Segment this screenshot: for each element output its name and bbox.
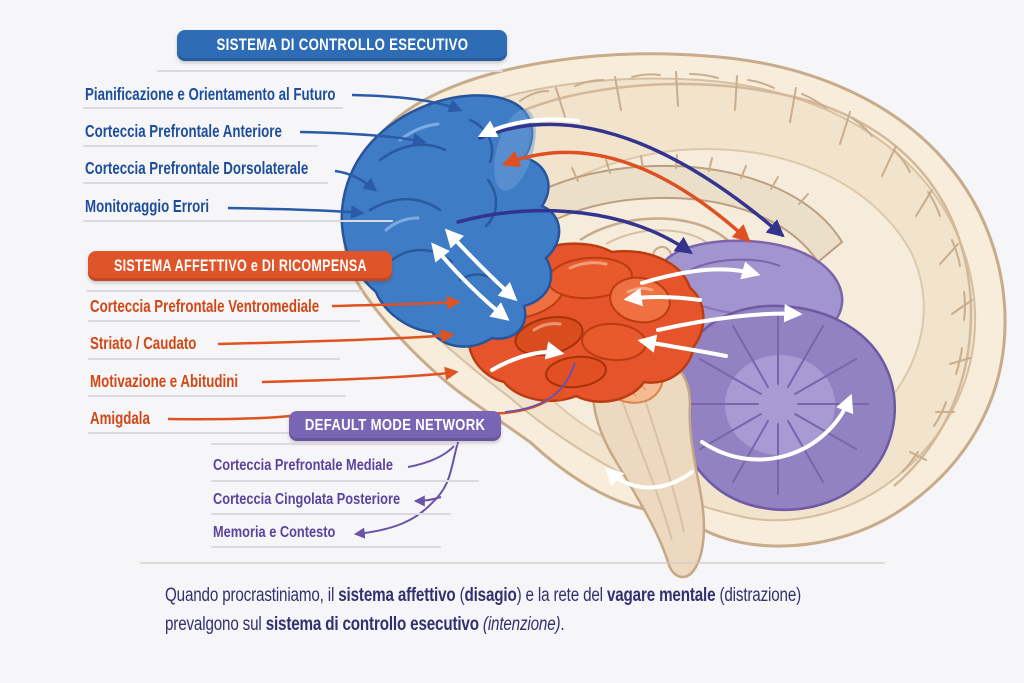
dmn-badge-underline bbox=[211, 443, 457, 445]
label-corteccia-cingolata-posteriore: Corteccia Cingolata Posteriore bbox=[213, 491, 401, 508]
caption-line-2: prevalgono sul sistema di controllo esec… bbox=[165, 610, 885, 639]
caption: Quando procrastiniamo, il sistema affett… bbox=[165, 581, 885, 639]
caption-segment: disagio bbox=[464, 585, 517, 606]
dmn-badge: DEFAULT MODE NETWORK bbox=[289, 411, 501, 441]
caption-segment: sistema di controllo esecutivo bbox=[265, 614, 479, 635]
label-corteccia-prefrontale-mediale: Corteccia Prefrontale Mediale bbox=[213, 457, 393, 474]
underline bbox=[83, 182, 328, 184]
label-memoria-contesto: Memoria e Contesto bbox=[213, 524, 336, 541]
label-striato-caudato: Striato / Caudato bbox=[90, 333, 197, 353]
caption-segment: ) bbox=[516, 585, 522, 606]
caption-segment: ( bbox=[455, 585, 465, 606]
arrow-affective-dmn-link bbox=[501, 150, 751, 243]
dmn-leader-lines bbox=[353, 362, 576, 539]
dmn-badge-label: DEFAULT MODE NETWORK bbox=[304, 417, 486, 434]
executive-badge-underline bbox=[157, 70, 503, 72]
caption-segment: Quando procrastiniamo, il bbox=[165, 585, 339, 606]
affective-system-badge-label: SISTEMA AFFETTIVO e DI RICOMPENSA bbox=[113, 256, 367, 275]
caption-segment: sistema affettivo bbox=[338, 585, 456, 606]
caption-segment: e la rete del bbox=[521, 585, 607, 606]
executive-leader-lines bbox=[227, 93, 463, 219]
caption-divider bbox=[140, 562, 885, 564]
underline bbox=[211, 480, 479, 482]
label-amigdala: Amigdala bbox=[90, 408, 150, 428]
executive-system-badge-label: SISTEMA DI CONTROLLO ESECUTIVO bbox=[216, 36, 468, 54]
affective-system-badge: SISTEMA AFFETTIVO e DI RICOMPENSA bbox=[88, 251, 392, 281]
executive-system-badge: SISTEMA DI CONTROLLO ESECUTIVO bbox=[177, 30, 507, 61]
underline bbox=[211, 513, 451, 515]
connection-arrows bbox=[456, 122, 785, 255]
label-pianificazione: Pianificazione e Orientamento al Futuro bbox=[85, 84, 336, 104]
caption-segment: (intenzione) bbox=[482, 614, 561, 635]
underline bbox=[88, 358, 340, 360]
cerebellum bbox=[676, 304, 896, 512]
white-arrows bbox=[431, 117, 854, 490]
label-monitoraggio-errori: Monitoraggio Errori bbox=[85, 196, 210, 216]
underline bbox=[83, 220, 393, 222]
label-corteccia-prefrontale-anteriore: Corteccia Prefrontale Anteriore bbox=[85, 121, 282, 141]
underline bbox=[211, 546, 441, 548]
underline bbox=[88, 432, 334, 434]
underline bbox=[88, 320, 360, 322]
underline bbox=[83, 107, 343, 109]
underline bbox=[88, 395, 346, 397]
affective-badge-underline bbox=[86, 290, 362, 292]
caption-segment: prevalgono sul bbox=[165, 614, 266, 635]
caption-line-1: Quando procrastiniamo, il sistema affett… bbox=[165, 581, 885, 610]
caption-segment: . bbox=[560, 614, 565, 635]
underline bbox=[83, 145, 318, 147]
label-corteccia-prefrontale-dorsolaterale: Corteccia Prefrontale Dorsolaterale bbox=[85, 158, 309, 178]
label-corteccia-prefrontale-ventromediale: Corteccia Prefrontale Ventromediale bbox=[90, 296, 320, 316]
caption-segment: vagare mentale bbox=[606, 585, 716, 606]
caption-segment: (distrazione) bbox=[715, 585, 802, 606]
label-motivazione-abitudini: Motivazione e Abitudini bbox=[90, 371, 239, 391]
brainstem bbox=[591, 360, 706, 579]
